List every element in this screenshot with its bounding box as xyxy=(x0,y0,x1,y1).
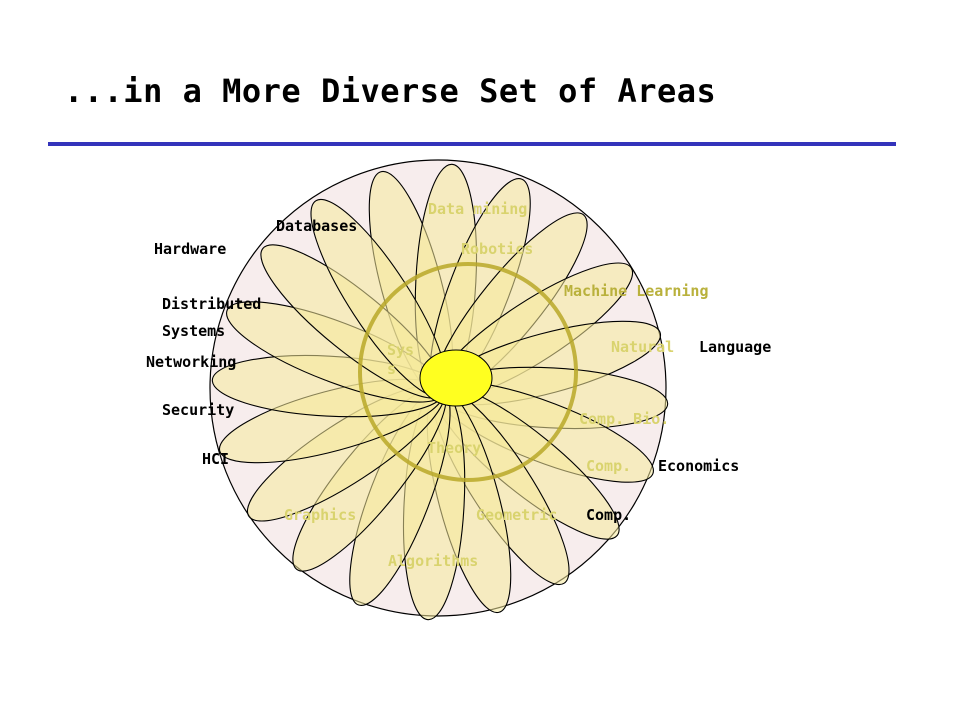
label-core-systems-part1: Sys xyxy=(387,341,415,359)
label-algorithms: Algorithms xyxy=(388,552,479,570)
core-blob xyxy=(419,349,493,407)
label-robotics: Robotics xyxy=(461,240,534,258)
label-core-systems-part2: s xyxy=(387,360,397,378)
label-economics: Economics xyxy=(658,457,740,475)
label-networking: Networking xyxy=(146,353,237,371)
label-data-mining: Data mining xyxy=(428,200,528,218)
label-machine-learning: Machine Learning xyxy=(564,282,709,300)
label-distributed: Distributed xyxy=(162,295,262,313)
label-systems: Systems xyxy=(162,322,226,340)
label-geometric: Geometric xyxy=(476,506,558,524)
label-graphics: Graphics xyxy=(284,506,357,524)
inner-core-circle xyxy=(358,262,578,482)
label-hci: HCI xyxy=(202,450,230,468)
label-geometric-comp: Comp. xyxy=(586,506,632,524)
label-security: Security xyxy=(162,401,235,419)
label-language: Language xyxy=(699,338,772,356)
label-comp-bio: Comp. Bio. xyxy=(579,410,670,428)
label-hardware: Hardware xyxy=(154,240,227,258)
label-databases: Databases xyxy=(276,219,357,234)
label-natural: Natural xyxy=(611,338,675,356)
label-core-theory: Theory xyxy=(427,439,482,457)
label-databases-text: Databases xyxy=(276,217,358,235)
label-comp: Comp. xyxy=(586,457,632,475)
title-underline xyxy=(48,142,896,146)
slide-title: ...in a More Diverse Set of Areas xyxy=(64,72,717,110)
